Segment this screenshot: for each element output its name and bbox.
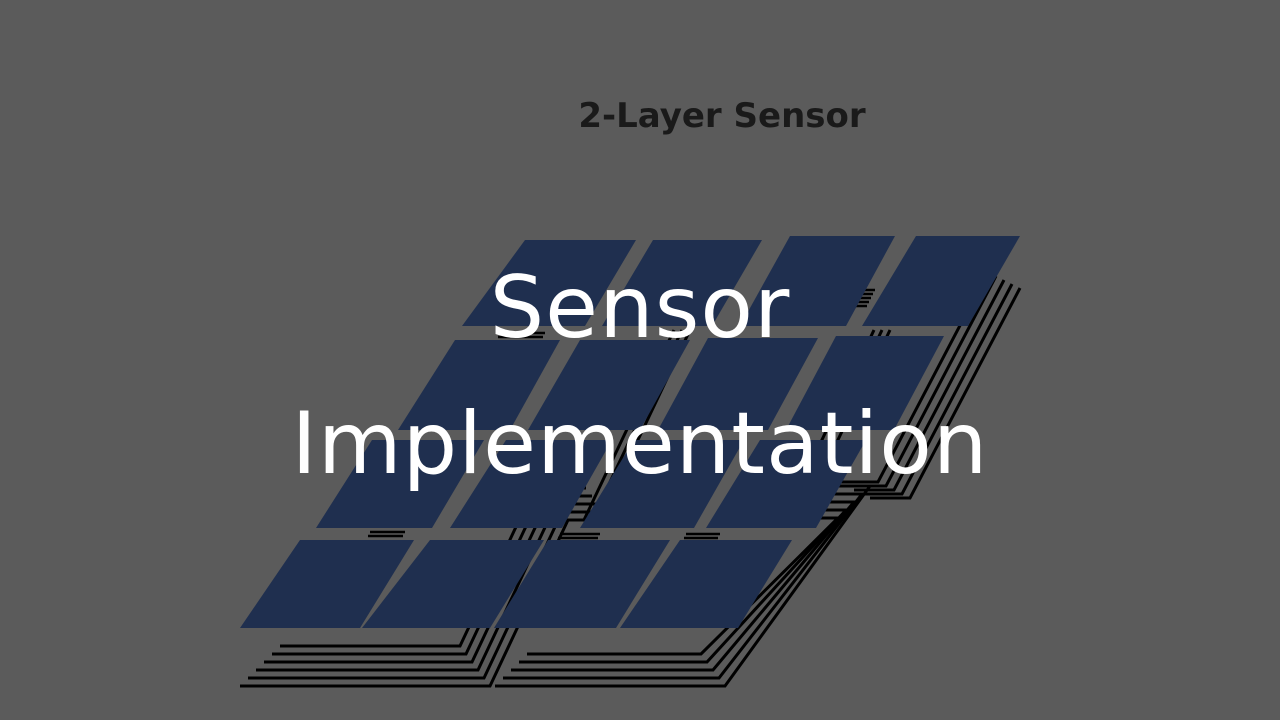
trace [495,484,873,688]
trace [870,287,1022,500]
sensor-pad [862,236,1020,326]
sensor-pad [620,540,792,628]
sensor-pad [462,240,636,326]
sensor-pad [316,440,484,528]
trace [854,279,1006,492]
sensor-pad [658,338,818,430]
diagram-title: 2-Layer Sensor [578,96,866,136]
trace [256,502,598,672]
heading-line-2: Implementation [291,394,989,494]
sensor-pads [240,236,1020,628]
sensor-pad [362,540,544,628]
sensor-pad [240,540,414,628]
sensor-pad [786,336,944,430]
sensor-pad [528,340,690,430]
sensor-pad [494,540,670,628]
sensor-pad [740,236,895,326]
trace [838,271,990,484]
sensor-pad [602,240,762,326]
trace [862,283,1014,496]
trace [846,275,998,488]
sensor-pad [706,440,866,528]
heading-line-1: Sensor [489,258,791,358]
section-heading: Sensor Implementation [0,240,1280,512]
sensor-pad [450,440,612,528]
sensor-pad [398,340,560,430]
sensor-pad [580,440,744,528]
